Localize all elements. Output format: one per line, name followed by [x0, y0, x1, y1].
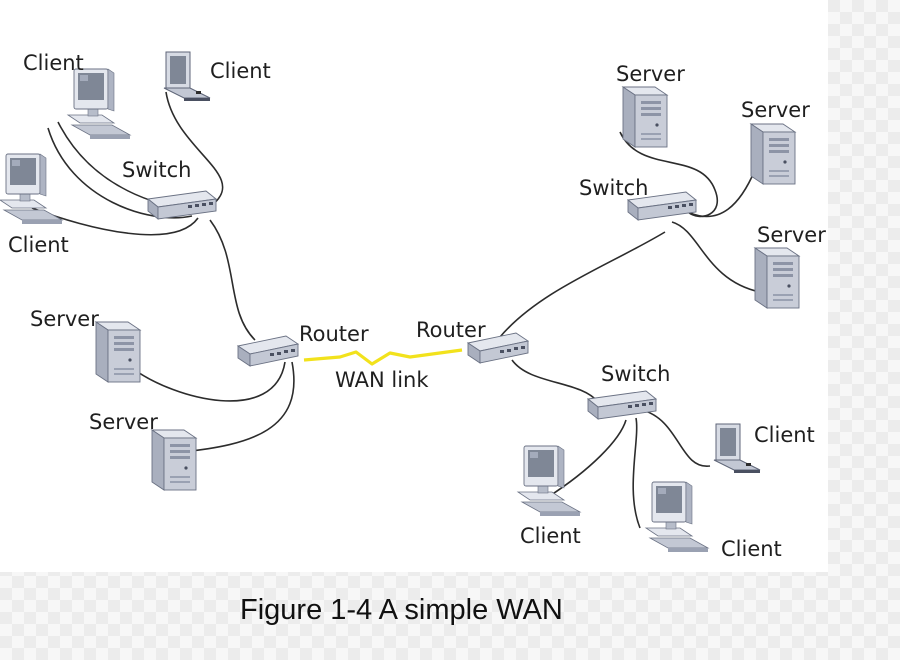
- switch-right-bottom-icon: [587, 390, 657, 420]
- cable-server4-switch: [689, 169, 756, 218]
- cable-router-switch-bottom: [511, 359, 599, 403]
- router-left-label: Router: [299, 322, 369, 346]
- cable-client2-switch: [165, 91, 224, 206]
- client-3-icon: [0, 153, 63, 225]
- switch-left-label: Switch: [122, 158, 191, 182]
- router-left-icon: [237, 335, 299, 367]
- cable-server5-switch: [671, 221, 761, 293]
- cable-client4-switch: [641, 409, 711, 467]
- server-2-label: Server: [89, 410, 158, 434]
- cable-server2-router: [181, 361, 295, 453]
- switch-right-top-label: Switch: [579, 176, 648, 200]
- server-1-icon: [95, 321, 141, 383]
- client-1-icon: [67, 68, 131, 140]
- wan-link-label: WAN link: [335, 368, 429, 392]
- server-3-label: Server: [616, 62, 685, 86]
- client-3-label: Client: [8, 233, 69, 257]
- server-4-icon: [750, 123, 796, 185]
- client-6-label: Client: [721, 537, 782, 561]
- switch-left-icon: [147, 190, 217, 220]
- wan-link-line: [303, 348, 463, 366]
- client-2-icon: [163, 51, 211, 102]
- figure-caption: Figure 1-4 A simple WAN: [240, 594, 563, 626]
- cable-switch-router-left: [209, 219, 256, 341]
- client-5-label: Client: [520, 524, 581, 548]
- router-right-label: Router: [416, 318, 486, 342]
- cables: [31, 91, 761, 529]
- server-3-icon: [622, 86, 668, 148]
- switch-right-bottom-label: Switch: [601, 362, 670, 386]
- server-4-label: Server: [741, 98, 810, 122]
- diagram-panel: [0, 0, 828, 572]
- cable-client5-switch: [547, 419, 627, 498]
- client-4-label: Client: [754, 423, 815, 447]
- cable-client6-switch: [632, 417, 641, 529]
- cable-server1-router: [131, 361, 286, 402]
- server-5-label: Server: [757, 223, 826, 247]
- client-6-icon: [645, 481, 709, 553]
- client-2-label: Client: [210, 59, 271, 83]
- client-1-label: Client: [23, 51, 84, 75]
- server-1-label: Server: [30, 307, 99, 331]
- cable-client1-switch-2: [47, 127, 193, 219]
- server-2-icon: [151, 429, 197, 491]
- server-5-icon: [754, 247, 800, 309]
- cable-router-switch-top: [499, 231, 666, 338]
